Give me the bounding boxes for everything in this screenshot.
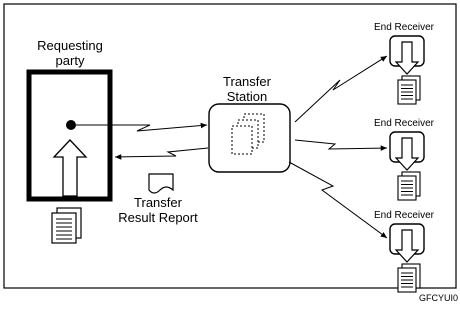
report-arrow: [114, 147, 209, 160]
end-receiver-3-fax: [389, 223, 425, 263]
transfer-station-label-2: Station: [227, 89, 267, 104]
figure-code: GFCYUI0: [419, 293, 458, 303]
end-receiver-2-fax: [389, 131, 425, 171]
transfer-arrow-2: [294, 139, 388, 151]
end-receiver-1-label: End Receiver: [374, 22, 435, 33]
end-receiver-1-docs-icon: [397, 75, 421, 105]
result-report-paper-icon: [148, 173, 174, 194]
end-receiver-1-fax: [389, 35, 425, 75]
original-documents-icon: [51, 207, 82, 244]
send-point-dot: [66, 120, 76, 130]
end-receiver-2-docs-icon: [397, 171, 421, 201]
report-label-1: Transfer: [134, 195, 183, 210]
end-receiver-3-label: End Receiver: [374, 210, 435, 221]
end-receiver-2-label: End Receiver: [374, 118, 435, 129]
report-label-2: Result Report: [118, 210, 198, 225]
requesting-party-label-2: party: [56, 53, 85, 68]
requesting-party-label-1: Requesting: [37, 38, 103, 53]
end-receiver-3-docs-icon: [397, 263, 421, 293]
transfer-arrow-1: [294, 55, 388, 123]
input-arrow-icon: [52, 139, 88, 197]
stored-documents-icon: [231, 113, 265, 155]
transfer-station-label-1: Transfer: [223, 74, 272, 89]
transfer-arrow-3: [288, 161, 388, 239]
request-arrow: [76, 122, 208, 132]
outer-frame: [3, 3, 457, 289]
